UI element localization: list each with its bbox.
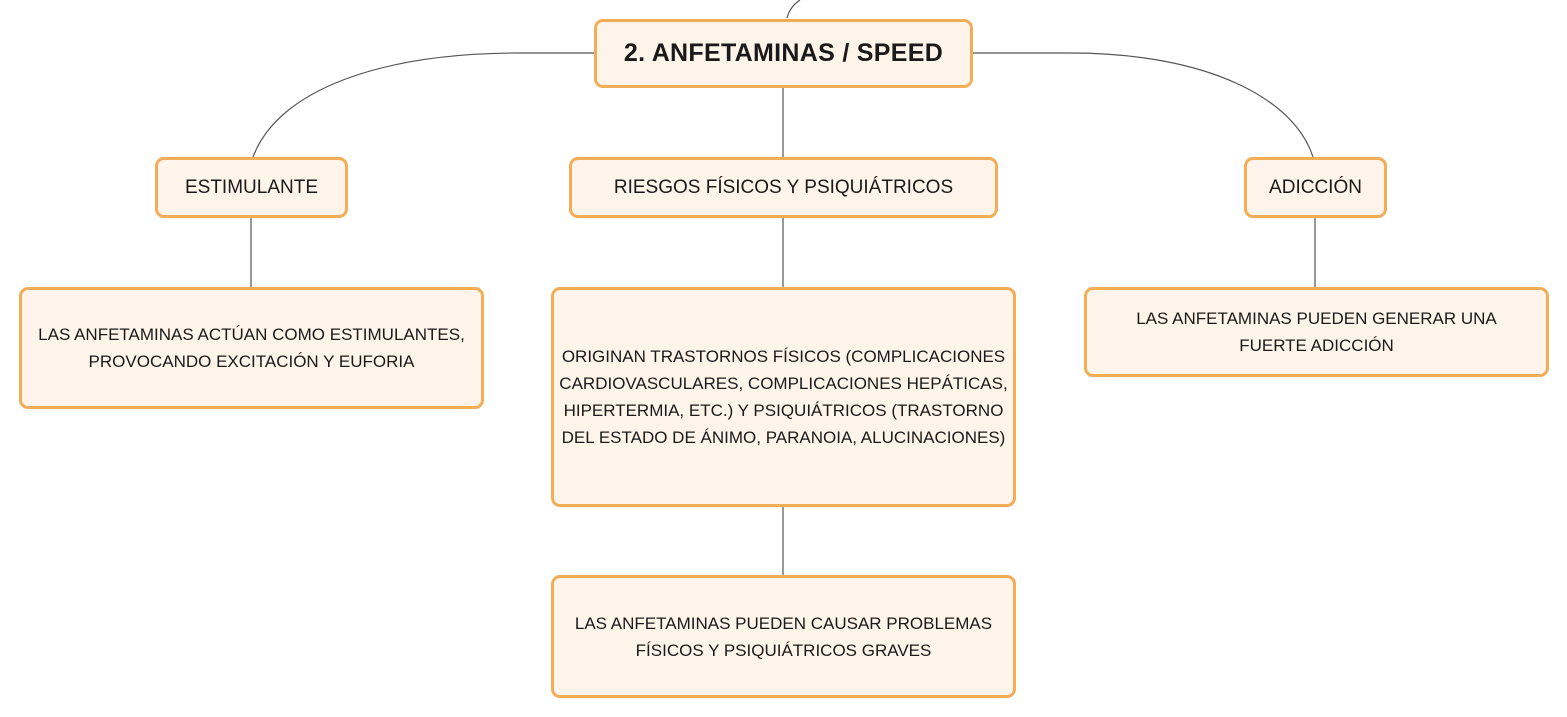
detail-node-adiccion[interactable]: LAS ANFETAMINAS PUEDEN GENERAR UNA FUERT… [1084,287,1549,377]
detail-text-estimulante: LAS ANFETAMINAS ACTÚAN COMO ESTIMULANTES… [38,325,465,371]
branch-label-riesgos: RIESGOS FÍSICOS Y PSIQUIÁTRICOS [613,176,954,198]
branch-node-estimulante[interactable]: ESTIMULANTE [155,157,348,218]
detail-text-riesgos: ORIGINAN TRASTORNOS FÍSICOS (COMPLICACIO… [559,347,1008,447]
root-topic-label: 2. ANFETAMINAS / SPEED [623,39,944,67]
detail-node-riesgos[interactable]: ORIGINAN TRASTORNOS FÍSICOS (COMPLICACIO… [551,287,1016,507]
subdetail-text-riesgos: LAS ANFETAMINAS PUEDEN CAUSAR PROBLEMAS … [574,613,993,660]
connector-root-estimulante [252,52,594,158]
detail-node-estimulante[interactable]: LAS ANFETAMINAS ACTÚAN COMO ESTIMULANTES… [19,287,484,409]
branch-label-adiccion: ADICCIÓN [1269,176,1362,198]
connector-root-adiccion [972,52,1314,158]
subdetail-node-riesgos[interactable]: LAS ANFETAMINAS PUEDEN CAUSAR PROBLEMAS … [551,575,1016,698]
branch-node-riesgos[interactable]: RIESGOS FÍSICOS Y PSIQUIÁTRICOS [569,157,998,218]
branch-node-adiccion[interactable]: ADICCIÓN [1244,157,1387,218]
branch-label-estimulante: ESTIMULANTE [184,176,319,198]
root-topic-node[interactable]: 2. ANFETAMINAS / SPEED [594,19,973,88]
connector-from-parent [786,0,801,19]
detail-text-adiccion: LAS ANFETAMINAS PUEDEN GENERAR UNA FUERT… [1136,309,1497,355]
